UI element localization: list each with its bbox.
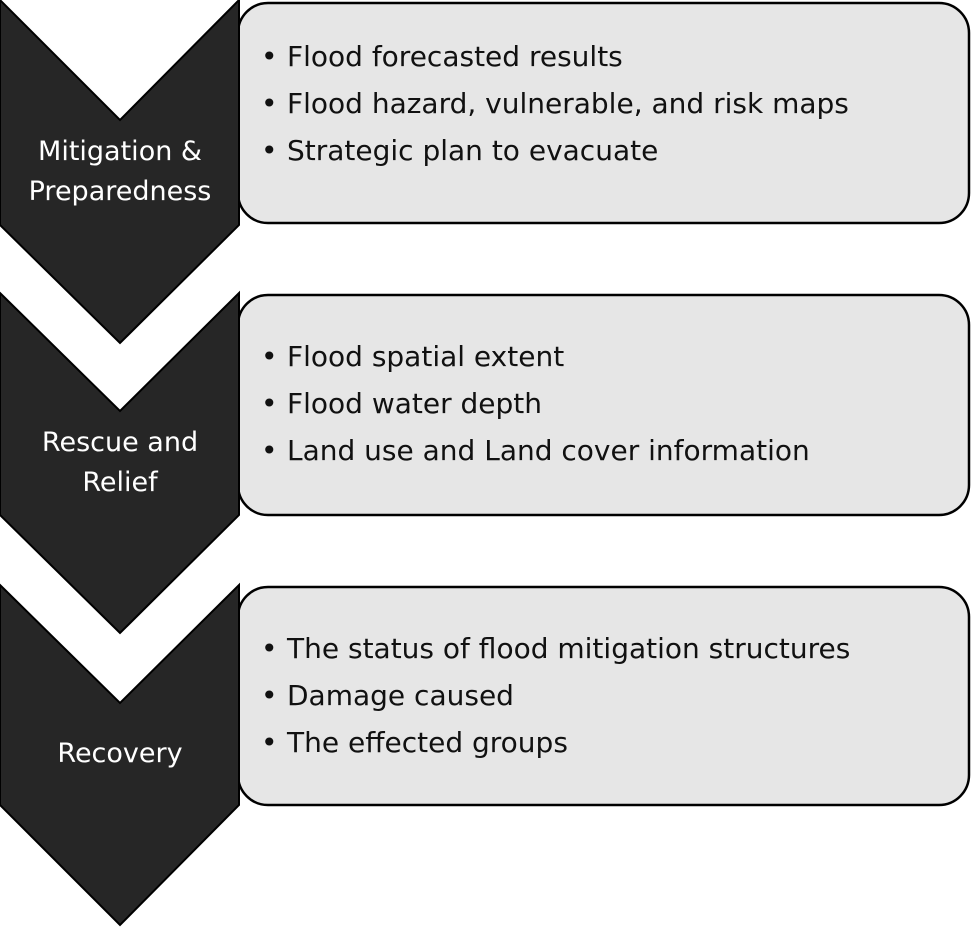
stage-items-recovery: The status of flood mitigation structure… — [239, 586, 968, 805]
stage-label-rescue: Rescue and Relief — [0, 423, 240, 503]
list-item: Damage caused — [261, 672, 850, 719]
chevron-2 — [0, 290, 240, 635]
stage-items-rescue: Flood spatial extent Flood water depth L… — [239, 294, 968, 513]
list-item: Flood spatial extent — [261, 333, 810, 380]
list-item: The status of flood mitigation structure… — [261, 625, 850, 672]
chevron-1 — [0, 0, 240, 345]
stage-label-recovery: Recovery — [0, 734, 240, 774]
stage-items-mitigation: Flood forecasted results Flood hazard, v… — [239, 0, 968, 213]
label-line: Relief — [82, 467, 158, 498]
label-line: Recovery — [57, 738, 183, 769]
label-line: Rescue and — [41, 427, 199, 458]
stage-label-mitigation: Mitigation & Preparedness — [0, 132, 240, 212]
list-item: Flood water depth — [261, 380, 810, 427]
label-line: Mitigation & — [38, 136, 202, 167]
list-item: The effected groups — [261, 719, 850, 766]
list-item: Flood hazard, vulnerable, and risk maps — [261, 80, 849, 127]
chevron-3 — [0, 582, 240, 927]
list-item: Flood forecasted results — [261, 33, 849, 80]
list-item: Strategic plan to evacuate — [261, 127, 849, 174]
label-line: Preparedness — [28, 176, 212, 207]
list-item: Land use and Land cover information — [261, 427, 810, 474]
